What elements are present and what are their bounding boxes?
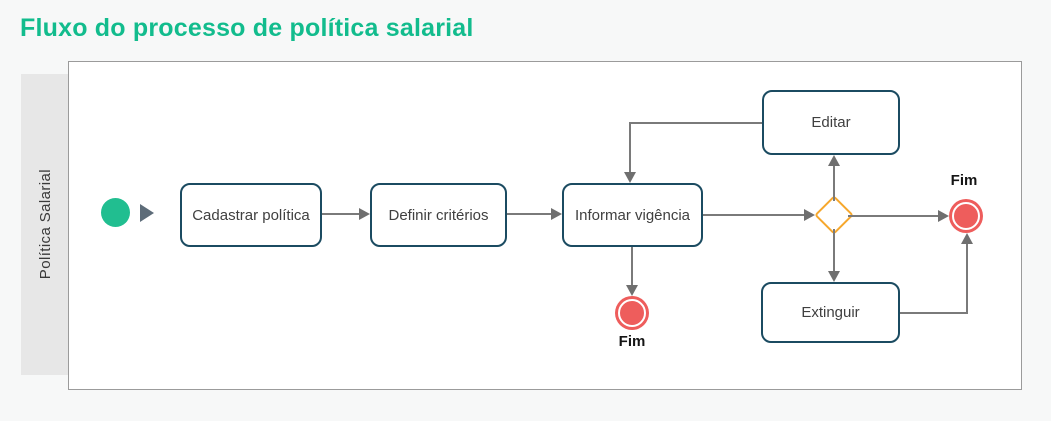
end-event-ring bbox=[618, 299, 646, 327]
swimlane-politica-salarial: Política Salarial bbox=[21, 74, 69, 375]
edge-gateway-fim-line bbox=[848, 215, 939, 217]
edge-informar-gateway-arrowhead-icon bbox=[804, 209, 815, 221]
edge-editar-informar-hline bbox=[630, 122, 762, 124]
task-label: Definir critérios bbox=[388, 206, 489, 224]
edge-informar-fim-arrowhead-icon bbox=[626, 285, 638, 296]
end-label-right: Fim bbox=[950, 172, 978, 189]
edge-gateway-fim-arrowhead-icon bbox=[938, 210, 949, 222]
start-arrow-icon bbox=[140, 204, 154, 222]
edge-extinguir-fim-arrowhead-icon bbox=[961, 233, 973, 244]
edge-definir-informar-line bbox=[507, 213, 552, 215]
task-editar: Editar bbox=[762, 90, 900, 155]
swimlane-label: Política Salarial bbox=[36, 169, 54, 280]
end-event-right bbox=[949, 199, 983, 233]
page-title: Fluxo do processo de política salarial bbox=[20, 14, 474, 42]
edge-definir-informar-arrowhead-icon bbox=[551, 208, 562, 220]
edge-editar-informar-vline bbox=[629, 122, 631, 173]
edge-cadastrar-definir-line bbox=[322, 213, 360, 215]
edge-informar-gateway-line bbox=[703, 214, 805, 216]
end-label-bottom: Fim bbox=[618, 333, 646, 350]
task-extinguir: Extinguir bbox=[761, 282, 900, 343]
edge-editar-informar-arrowhead-icon bbox=[624, 172, 636, 183]
edge-gateway-extinguir-arrowhead-icon bbox=[828, 271, 840, 282]
task-label: Informar vigência bbox=[574, 206, 691, 224]
task-label: Editar bbox=[811, 114, 851, 131]
task-label: Cadastrar política bbox=[192, 206, 310, 224]
edge-gateway-editar-line bbox=[833, 166, 835, 201]
edge-gateway-editar-arrowhead-icon bbox=[828, 155, 840, 166]
start-event bbox=[101, 198, 130, 227]
task-informar-vigencia: Informar vigência bbox=[562, 183, 703, 247]
task-definir-criterios: Definir critérios bbox=[370, 183, 507, 247]
end-event-ring bbox=[952, 202, 980, 230]
edge-extinguir-fim-hline bbox=[900, 312, 968, 314]
edge-cadastrar-definir-arrowhead-icon bbox=[359, 208, 370, 220]
task-cadastrar-politica: Cadastrar política bbox=[180, 183, 322, 247]
task-label: Extinguir bbox=[801, 304, 860, 321]
edge-extinguir-fim-vline bbox=[966, 244, 968, 314]
end-event-bottom bbox=[615, 296, 649, 330]
edge-informar-fim-line bbox=[631, 247, 633, 286]
edge-gateway-extinguir-line bbox=[833, 229, 835, 272]
